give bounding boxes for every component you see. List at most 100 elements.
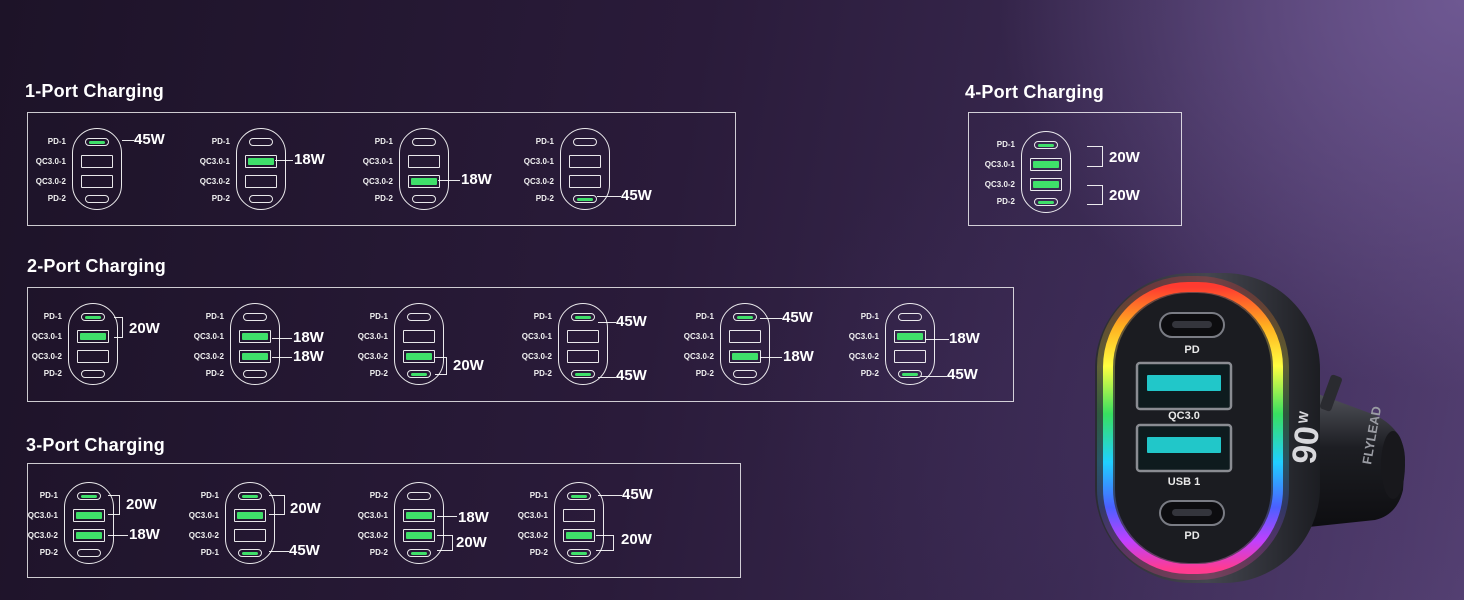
usb-a-port-icon xyxy=(729,350,761,363)
connector-line xyxy=(275,160,293,162)
usb-c-port-icon xyxy=(249,195,273,203)
usb-a-port-icon xyxy=(563,509,595,522)
connector-line xyxy=(925,339,949,341)
port-label: PD-1 xyxy=(369,312,388,321)
usb-c-port-icon xyxy=(238,549,262,557)
port-label: PD-1 xyxy=(200,491,219,500)
port-label: QC3.0-1 xyxy=(523,157,554,166)
one-port-panel xyxy=(27,112,736,226)
usb-a-port-icon xyxy=(569,175,601,188)
connector-line xyxy=(760,357,782,359)
port-label: QC3.0-2 xyxy=(35,177,66,186)
watt-label: 20W xyxy=(453,357,484,374)
charger-outline xyxy=(885,303,935,385)
usb-c-port-icon xyxy=(571,313,595,321)
port-label: PD-2 xyxy=(374,194,393,203)
usb-c-port-icon xyxy=(898,370,922,378)
usb-c-port-icon xyxy=(567,492,591,500)
port-label-pd-bottom: PD xyxy=(1184,530,1199,542)
port-label: PD-1 xyxy=(39,491,58,500)
usb-c-port-icon xyxy=(733,313,757,321)
usb-a-port-icon xyxy=(567,330,599,343)
port-label: PD-2 xyxy=(47,194,66,203)
watt-label-top-pair: 20W xyxy=(1109,149,1140,166)
watt-label: 45W xyxy=(616,367,647,384)
charger-outline xyxy=(72,128,122,210)
usb-c-port-icon xyxy=(243,370,267,378)
usb-a-port-icon xyxy=(894,330,926,343)
usb-a-port-icon xyxy=(894,350,926,363)
port-label: QC3.0-2 xyxy=(27,531,58,540)
port-label: PD-2 xyxy=(205,369,224,378)
watt-label: 20W xyxy=(621,531,652,548)
usb-c-port-icon xyxy=(407,492,431,500)
watt-label-pd2: 45W xyxy=(621,187,652,204)
usb-a-port-icon xyxy=(81,155,113,168)
charger-outline xyxy=(64,482,114,564)
connector-bracket xyxy=(435,357,447,375)
usb-a-port-icon xyxy=(239,330,271,343)
port-label: PD-2 xyxy=(533,369,552,378)
port-label: QC3.0-1 xyxy=(517,511,548,520)
port-label: PD-1 xyxy=(200,548,219,557)
charger-outline xyxy=(394,482,444,564)
connector-bracket xyxy=(114,317,123,338)
two-port-panel xyxy=(27,287,1014,402)
watt-label: 45W xyxy=(782,309,813,326)
connector-line xyxy=(438,180,460,182)
usb-c-port-icon xyxy=(1034,198,1058,206)
usb-c-port-icon xyxy=(407,549,431,557)
port-label: QC3.0-1 xyxy=(521,332,552,341)
port-label: PD-2 xyxy=(43,369,62,378)
usb-c-port-icon xyxy=(407,370,431,378)
connector-line xyxy=(272,357,292,359)
three-port-panel xyxy=(27,463,741,578)
watt-label: 20W xyxy=(456,534,487,551)
charger-outline xyxy=(230,303,280,385)
port-label: QC3.0-1 xyxy=(357,332,388,341)
port-label: PD-1 xyxy=(374,137,393,146)
port-label: PD-1 xyxy=(529,491,548,500)
port-label: PD-2 xyxy=(369,369,388,378)
usb-c-port-icon xyxy=(85,195,109,203)
port-label: PD-1 xyxy=(205,312,224,321)
port-label: QC3.0-1 xyxy=(27,511,58,520)
port-label: QC3.0-1 xyxy=(31,332,62,341)
charger-outline xyxy=(554,482,604,564)
port-label: QC3.0-1 xyxy=(984,160,1015,169)
connector-bracket xyxy=(596,535,614,551)
watt-label: 45W xyxy=(289,542,320,559)
port-label: PD-2 xyxy=(695,369,714,378)
port-label: PD-1 xyxy=(43,312,62,321)
watt-label-qc2: 18W xyxy=(461,171,492,188)
port-label: QC3.0-2 xyxy=(357,531,388,540)
usb-c-port-icon xyxy=(571,370,595,378)
watt-label-pd1: 45W xyxy=(134,131,165,148)
usb-c-port-icon xyxy=(238,492,262,500)
port-label: PD-1 xyxy=(211,137,230,146)
connector-line xyxy=(598,322,616,324)
port-label: PD-1 xyxy=(996,140,1015,149)
car-charger-product-image: PD QC3.0 USB 1 PD 90 W FLYLEAD xyxy=(1095,273,1405,583)
port-label-qc3: QC3.0 xyxy=(1168,410,1200,422)
section-title-1-port: 1-Port Charging xyxy=(25,81,165,101)
power-unit-text: W xyxy=(1295,410,1311,424)
port-label: QC3.0-2 xyxy=(683,352,714,361)
usb-c-port-icon xyxy=(407,313,431,321)
port-label: PD-1 xyxy=(47,137,66,146)
usb-a-port-icon xyxy=(73,529,105,542)
usb-a-port-icon xyxy=(403,509,435,522)
watt-label: 45W xyxy=(947,366,978,383)
port-label: QC3.0-2 xyxy=(31,352,62,361)
usb-c-port-icon xyxy=(1034,141,1058,149)
usb-a-port-icon xyxy=(245,155,277,168)
usb-c-port-icon xyxy=(249,138,273,146)
usb-c-port-icon xyxy=(898,313,922,321)
